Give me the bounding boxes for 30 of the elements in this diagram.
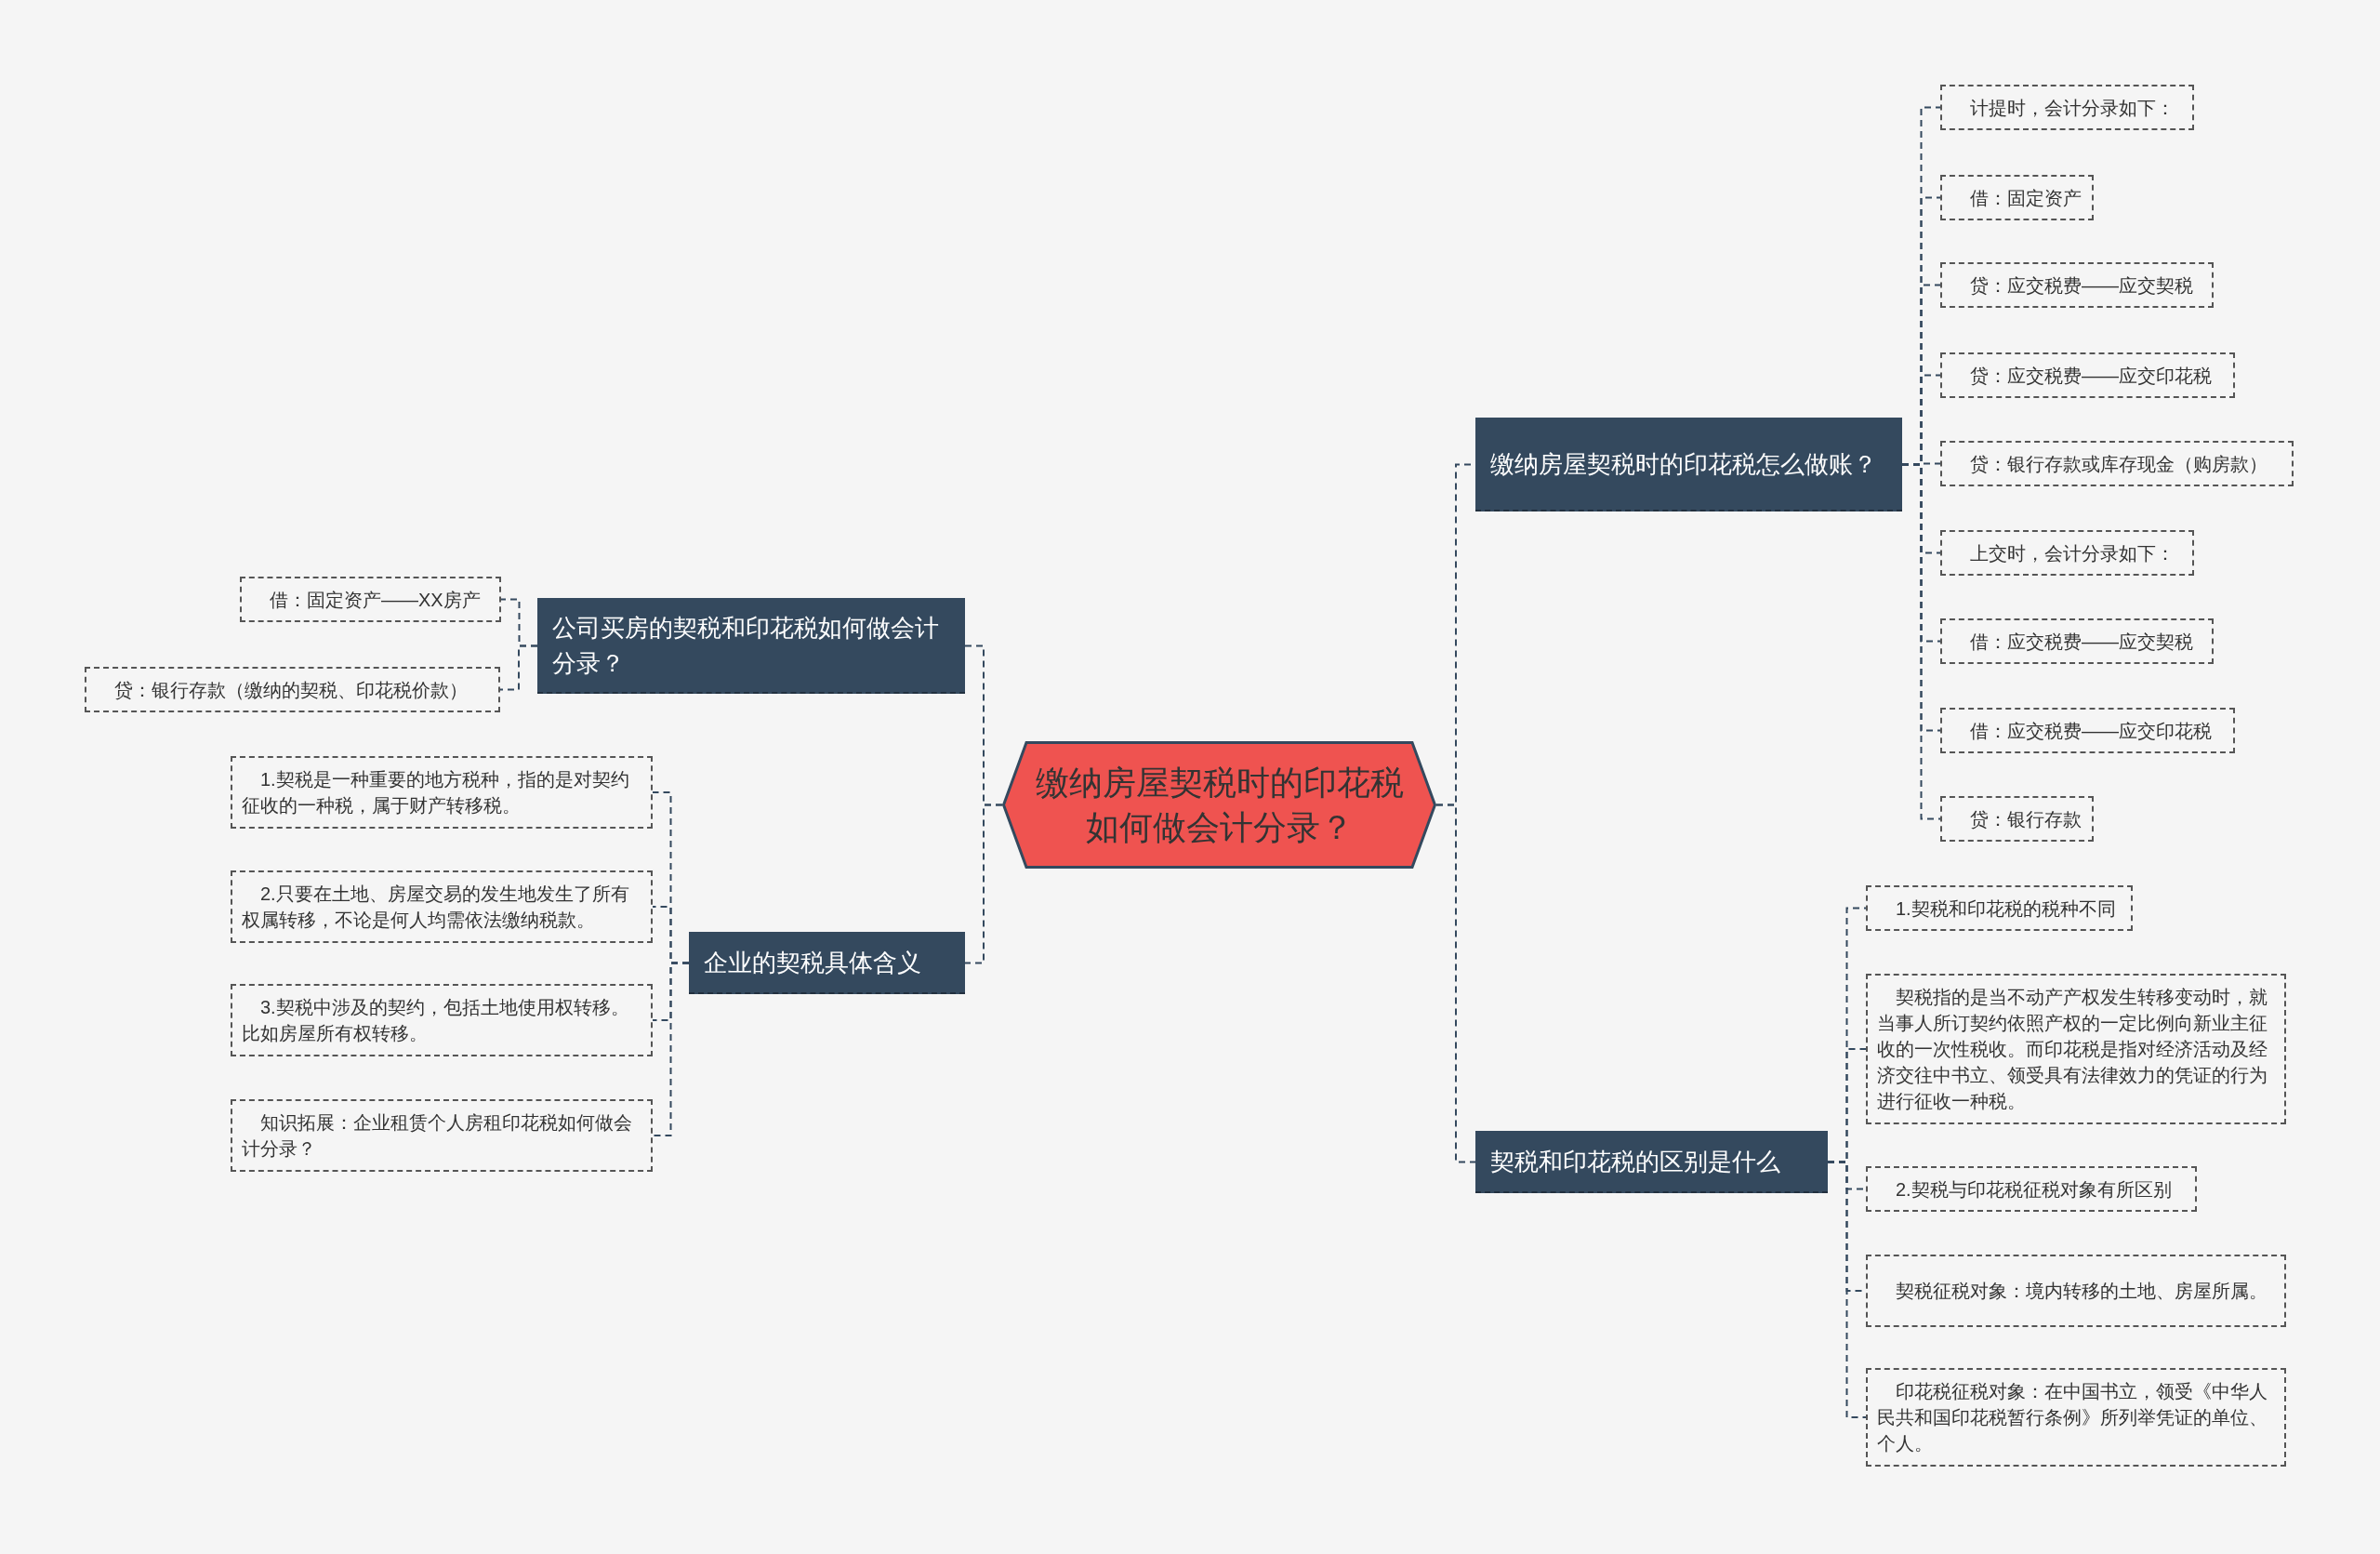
topic-box: 契税和印花税的区别是什么 — [1475, 1131, 1828, 1193]
connector-line — [652, 962, 690, 1136]
subtopic-box: 贷：银行存款（缴纳的契税、印花税价款） — [85, 667, 500, 712]
central-topic-hexagon: 缴纳房屋契税时的印花税如何做会计分录？ — [1002, 741, 1436, 869]
subtopic-box: 贷：银行存款 — [1940, 796, 2094, 842]
subtopic-box: 贷：应交税费——应交契税 — [1940, 262, 2214, 308]
subtopic-box: 3.契税中涉及的契约，包括土地使用权转移。比如房屋所有权转移。 — [231, 984, 653, 1056]
subtopic-box: 贷：应交税费——应交印花税 — [1940, 352, 2235, 398]
subtopic-box: 1.契税是一种重要的地方税种，指的是对契约征收的一种税，属于财产转移税。 — [231, 756, 653, 829]
subtopic-box: 计提时，会计分录如下： — [1940, 85, 2194, 130]
connector-line — [499, 644, 538, 691]
subtopic-box: 契税指的是当不动产产权发生转移变动时，就当事人所订契约依照产权的一定比例向新业主征收的一次性税收。而印花税是指对经济活动及经济交往中书立、领受具有法律效力的凭证的行为进行征收一种税。 — [1866, 974, 2286, 1124]
subtopic-box: 借：固定资产——XX房产 — [240, 577, 501, 622]
topic-box: 缴纳房屋契税时的印花税怎么做账？ — [1475, 418, 1902, 511]
connector-line — [1435, 804, 1476, 1163]
subtopic-box: 2.契税与印花税征税对象有所区别 — [1866, 1166, 2197, 1212]
connector-line — [964, 804, 1003, 964]
subtopic-box: 知识拓展：企业租赁个人房租印花税如何做会计分录？ — [231, 1099, 653, 1172]
subtopic-box: 贷：银行存款或库存现金（购房款） — [1940, 441, 2294, 486]
topic-box: 企业的契税具体含义 — [689, 932, 965, 994]
subtopic-box: 借：应交税费——应交印花税 — [1940, 708, 2235, 753]
subtopic-box: 1.契税和印花税的税种不同 — [1866, 885, 2133, 931]
topic-box: 公司买房的契税和印花税如何做会计分录？ — [537, 598, 965, 694]
subtopic-box: 契税征税对象：境内转移的土地、房屋所属。 — [1866, 1255, 2286, 1327]
subtopic-box: 2.只要在土地、房屋交易的发生地发生了所有权属转移，不论是何人均需依法缴纳税款。 — [231, 870, 653, 943]
subtopic-box: 上交时，会计分录如下： — [1940, 530, 2194, 576]
subtopic-box: 借：应交税费——应交契税 — [1940, 618, 2214, 664]
subtopic-box: 借：固定资产 — [1940, 175, 2094, 220]
subtopic-box: 印花税征税对象：在中国书立，领受《中华人民共和国印花税暂行条例》所列举凭证的单位、个人。 — [1866, 1368, 2286, 1467]
connector-line — [1827, 1161, 1867, 1418]
